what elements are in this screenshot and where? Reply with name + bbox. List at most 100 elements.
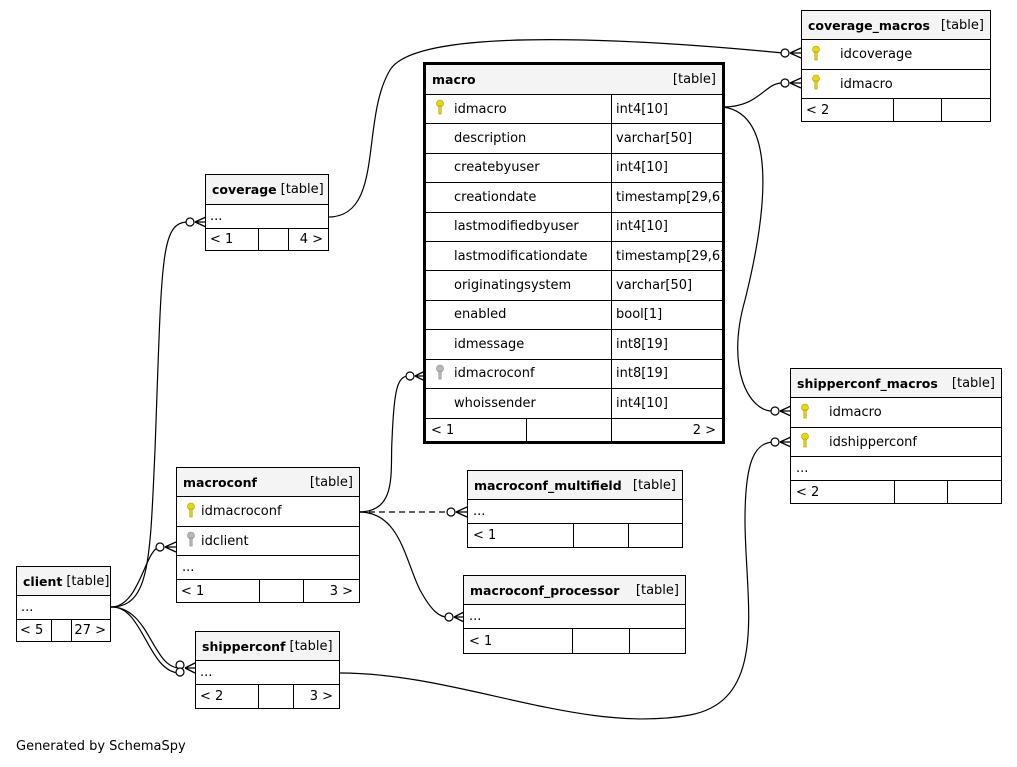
nav-parents[interactable]: < 1 <box>473 528 497 543</box>
table-nav-row: < 1 4 > <box>206 229 328 250</box>
crowfoot-marker <box>779 405 792 417</box>
table-header: coverage [table] <box>206 175 328 205</box>
primary-key-icon <box>183 502 199 522</box>
column-name: idmessage <box>454 336 525 352</box>
column-name: idmacro <box>454 101 507 117</box>
column-name: idshipperconf <box>829 434 917 450</box>
table-header: shipperconf_macros [table] <box>791 369 1001 398</box>
edge-end-circle <box>770 406 780 416</box>
crowfoot-marker <box>194 216 207 228</box>
table-name: macroconf <box>183 474 257 490</box>
table-name: macroconf_multifield <box>474 477 622 493</box>
table-nav-row: < 1 2 > <box>426 419 722 442</box>
column-type: varchar[50] <box>611 271 722 300</box>
edge-client-coverage <box>110 221 189 608</box>
table-name: shipperconf_macros <box>797 375 938 391</box>
column-row: idcoverage <box>802 40 990 70</box>
table-coverage[interactable]: coverage [table] ... < 1 4 > <box>205 174 329 251</box>
nav-parents[interactable]: < 2 <box>200 689 224 704</box>
table-client[interactable]: client [table] ... < 5 27 > <box>16 566 111 642</box>
table-header: macroconf_multifield [table] <box>468 471 682 500</box>
edge-macro-shipperconf-macros <box>722 106 774 412</box>
nav-children[interactable]: 3 > <box>303 580 359 602</box>
column-type: varchar[50] <box>611 124 722 153</box>
nav-parents[interactable]: < 2 <box>806 102 830 118</box>
column-type: timestamp[29,6] <box>611 183 722 212</box>
nav-children[interactable] <box>941 99 990 121</box>
column-row: idmessage int8[19] <box>426 330 722 360</box>
column-row: whoissender int4[10] <box>426 388 722 419</box>
table-nav-row: < 5 27 > <box>17 620 110 641</box>
column-type: int8[19] <box>611 359 722 388</box>
table-header: coverage_macros [table] <box>802 11 990 40</box>
columns-ellipsis: ... <box>464 605 685 629</box>
table-tag: [table] <box>632 477 676 493</box>
edge-client-shipperconf-b <box>110 606 181 674</box>
table-tag: [table] <box>280 182 324 197</box>
nav-children[interactable] <box>628 524 682 547</box>
table-nav-row: < 2 <box>791 481 1001 503</box>
nav-children[interactable] <box>947 481 1001 503</box>
table-shipperconf[interactable]: shipperconf [table] ... < 2 3 > <box>195 631 340 709</box>
nav-parents[interactable]: < 1 <box>469 633 493 649</box>
column-name: createbyuser <box>454 160 540 176</box>
table-macroconf[interactable]: macroconf [table] idmacroconf idclient .… <box>176 467 360 603</box>
table-nav-row: < 2 3 > <box>196 685 339 708</box>
table-tag: [table] <box>66 573 110 589</box>
nav-parents[interactable]: < 1 <box>181 583 205 599</box>
edge-end-circle <box>175 667 185 677</box>
table-header: shipperconf [table] <box>196 632 339 661</box>
column-name: idclient <box>201 533 249 549</box>
table-shipperconf-macros[interactable]: shipperconf_macros [table] idmacro idshi… <box>790 368 1002 504</box>
edge-client-shipperconf-a <box>110 606 181 669</box>
table-macroconf-multifield[interactable]: macroconf_multifield [table] ... < 1 <box>467 470 683 548</box>
table-macroconf-processor[interactable]: macroconf_processor [table] ... < 1 <box>463 575 686 654</box>
crowfoot-marker <box>164 541 177 553</box>
edge-macroconf-processor <box>358 511 448 618</box>
columns-ellipsis: ... <box>791 457 1001 481</box>
table-coverage-macros[interactable]: coverage_macros [table] idcoverage idmac… <box>801 10 991 122</box>
crowfoot-marker <box>455 506 468 518</box>
nav-children[interactable]: 3 > <box>293 685 339 708</box>
column-type: int4[10] <box>611 95 722 124</box>
edge-end-circle <box>446 507 456 517</box>
nav-children[interactable] <box>629 629 685 653</box>
column-row: idmacro int4[10] <box>426 95 722 125</box>
table-nav-row: < 1 <box>464 629 685 653</box>
nav-parents[interactable]: < 5 <box>20 623 44 638</box>
column-type: bool[1] <box>611 300 722 330</box>
table-name: shipperconf <box>202 638 286 654</box>
nav-children[interactable]: 4 > <box>288 229 328 250</box>
column-type: int8[19] <box>611 330 722 359</box>
primary-key-icon <box>808 74 824 94</box>
column-type: timestamp[29,6] <box>611 241 722 271</box>
crowfoot-marker <box>779 436 792 448</box>
edge-end-circle <box>780 78 790 88</box>
column-row: idclient <box>177 527 359 556</box>
nav-parents[interactable]: < 2 <box>796 484 820 500</box>
column-type: int4[10] <box>611 388 722 419</box>
nav-children[interactable]: 2 > <box>611 419 722 442</box>
edge-end-circle <box>155 542 165 552</box>
column-name: whoissender <box>454 396 536 412</box>
edge-shipperconf-shipperconf-macros <box>339 441 774 720</box>
foreign-key-icon <box>432 364 448 384</box>
nav-parents[interactable]: < 1 <box>431 422 455 438</box>
table-name: coverage <box>212 182 277 197</box>
nav-parents[interactable]: < 1 <box>210 232 234 247</box>
table-name: client <box>23 573 63 589</box>
edge-end-circle <box>185 217 195 227</box>
edge-client-macroconf <box>110 546 161 608</box>
nav-children[interactable]: 27 > <box>71 620 110 641</box>
edge-macro-coverage-macros <box>722 82 784 108</box>
crowfoot-marker <box>453 611 465 623</box>
table-nav-row: < 1 3 > <box>177 580 359 602</box>
columns-ellipsis: ... <box>177 556 359 580</box>
